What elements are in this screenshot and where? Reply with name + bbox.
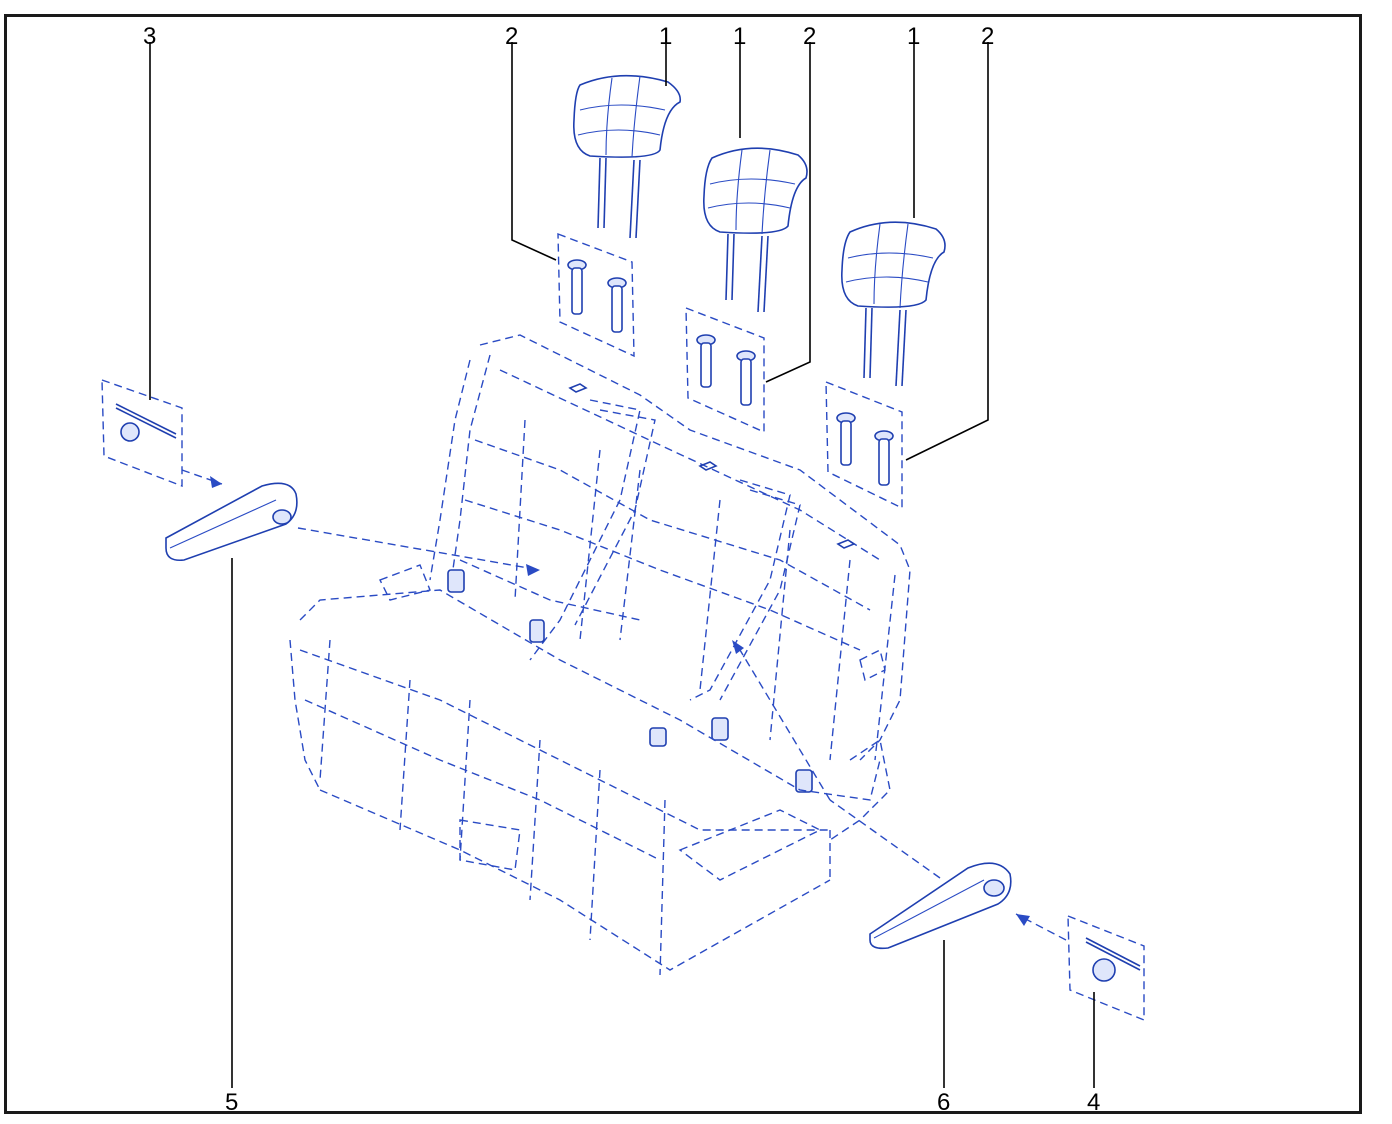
headrest-guides-left	[557, 232, 635, 358]
headrest-guides-right	[825, 380, 903, 510]
callout-1-left: 1	[659, 23, 672, 50]
callout-2-right: 2	[981, 23, 994, 50]
leader-lines	[149, 42, 1095, 1088]
rear-seat-assembly	[289, 334, 911, 976]
armrest-right	[732, 640, 1012, 950]
fastener-kit-right	[1015, 913, 1145, 1022]
headrest-right	[841, 221, 946, 387]
callout-1-middle: 1	[733, 23, 746, 50]
diagram-frame	[4, 14, 1362, 1114]
headrest-guides-middle	[685, 306, 765, 434]
headrest-middle	[703, 147, 808, 313]
callout-5: 5	[225, 1089, 238, 1116]
callout-3: 3	[143, 23, 156, 50]
callout-2-left: 2	[505, 23, 518, 50]
callouts: 3 2 1 1 2 1 2 5 6 4	[143, 23, 1100, 1116]
fastener-kit-left	[101, 379, 223, 488]
headrest-left	[573, 74, 682, 239]
callout-6: 6	[937, 1089, 950, 1116]
callout-2-middle: 2	[803, 23, 816, 50]
armrest-left	[165, 482, 541, 576]
callout-4: 4	[1087, 1089, 1100, 1116]
callout-1-right: 1	[907, 23, 920, 50]
